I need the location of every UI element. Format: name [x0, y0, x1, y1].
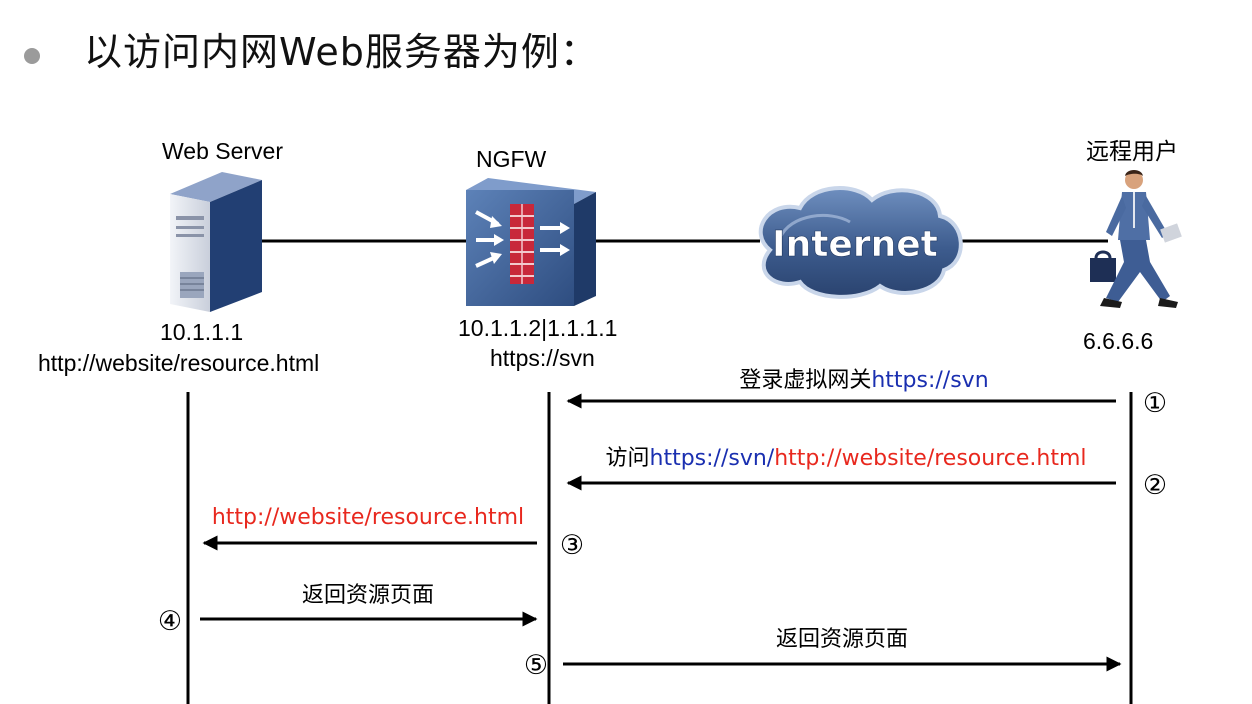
- ngfw-ip: 10.1.1.2|1.1.1.1: [458, 315, 618, 341]
- remote-user-ip: 6.6.6.6: [1083, 328, 1154, 354]
- remote-user-name: 远程用户: [1086, 139, 1178, 165]
- internet-cloud-icon: Internet: [758, 186, 963, 299]
- step-marker-2: ②: [1143, 470, 1167, 501]
- page-title: 以访问内网Web服务器为例：: [84, 30, 599, 74]
- message-label-1: 登录虚拟网关https://svn: [739, 368, 988, 393]
- step-marker-5: ⑤: [524, 650, 548, 681]
- message-2-part-1: 访问: [605, 446, 649, 471]
- web-server-name: Web Server: [162, 138, 284, 164]
- message-label-5: 返回资源页面: [776, 627, 908, 652]
- remote-user-icon: [1090, 170, 1182, 308]
- message-4-part-1: 返回资源页面: [302, 583, 434, 608]
- step-marker-1: ①: [1143, 388, 1167, 419]
- message-1-part-1: 登录虚拟网关: [739, 368, 871, 393]
- message-5-part-1: 返回资源页面: [776, 627, 908, 652]
- message-label-4: 返回资源页面: [302, 583, 434, 608]
- message-3-part-1: http://website/resource.html: [212, 505, 524, 530]
- server-icon: [170, 172, 262, 312]
- web-server-url: http://website/resource.html: [38, 350, 320, 376]
- ngfw-name: NGFW: [476, 146, 547, 172]
- message-label-2: 访问https://svn/http://website/resource.ht…: [605, 446, 1086, 471]
- bullet-icon: [24, 48, 40, 64]
- internet-label: Internet: [772, 224, 938, 265]
- message-2-part-2: https://svn/: [650, 446, 775, 471]
- message-label-3: http://website/resource.html: [212, 505, 524, 530]
- firewall-icon: [466, 178, 596, 306]
- step-marker-3: ③: [560, 530, 584, 561]
- ngfw-url: https://svn: [490, 345, 595, 371]
- message-2-part-3: http://website/resource.html: [774, 446, 1086, 471]
- step-marker-4: ④: [158, 606, 182, 637]
- web-server-ip: 10.1.1.1: [160, 319, 244, 345]
- message-1-part-2: https://svn: [871, 368, 988, 393]
